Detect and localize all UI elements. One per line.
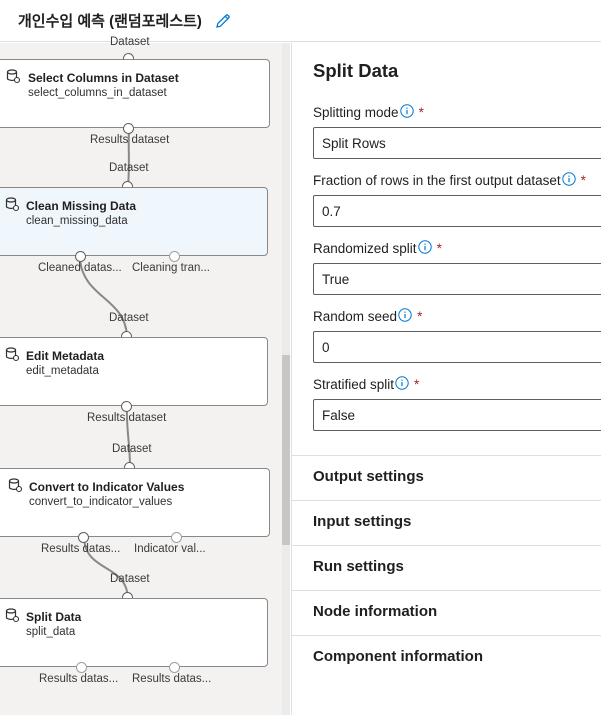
node-name: Clean Missing Data [26, 199, 137, 213]
section-node-information[interactable]: Node information [292, 590, 601, 635]
section-run-settings[interactable]: Run settings [292, 545, 601, 590]
port-label: Dataset [109, 312, 149, 324]
connection-4 [83, 537, 129, 599]
output-port[interactable] [76, 662, 87, 673]
output-port[interactable] [169, 662, 180, 673]
randomized-split-dropdown[interactable]: True [313, 263, 601, 295]
port-label-dataset: Dataset [110, 36, 150, 46]
port-label: Results datas... [41, 543, 121, 555]
connection-2 [79, 259, 128, 337]
output-port[interactable] [78, 532, 89, 543]
node-id: edit_metadata [26, 365, 99, 377]
module-icon [8, 478, 23, 493]
node-name: Select Columns in Dataset [28, 71, 179, 85]
info-icon[interactable] [398, 308, 412, 322]
node-id: convert_to_indicator_values [29, 496, 173, 508]
output-port[interactable] [75, 251, 86, 262]
node-name: Convert to Indicator Values [29, 480, 185, 494]
port-label: Results datas... [132, 673, 212, 685]
module-icon [5, 608, 20, 623]
info-icon[interactable] [417, 240, 432, 254]
output-port[interactable] [171, 532, 182, 543]
pipeline-title: 개인수입 예측 (랜덤포레스트) [18, 13, 202, 30]
section-output-settings[interactable]: Output settings [292, 455, 601, 500]
port-label: Cleaned datas... [38, 262, 122, 274]
node-name: Split Data [26, 610, 82, 624]
node-id: select_columns_in_dataset [28, 87, 167, 99]
module-icon [5, 347, 20, 362]
port-label: Indicator val... [134, 543, 206, 555]
random-seed-input[interactable]: 0 [313, 331, 601, 363]
field-label-splitting-mode: Splitting mode* [313, 104, 424, 120]
output-port[interactable] [169, 251, 180, 262]
info-icon[interactable] [399, 104, 414, 118]
properties-panel: Split Data Splitting mode* Split Rows Fr… [291, 43, 601, 715]
port-label: Results datas... [39, 673, 119, 685]
node-split-data[interactable]: Split Data split_data [0, 598, 268, 667]
module-icon [6, 69, 21, 84]
node-select-columns[interactable]: Select Columns in Dataset select_columns… [0, 59, 270, 128]
port-label: Cleaning tran... [132, 262, 210, 274]
info-icon[interactable] [561, 172, 576, 186]
fraction-input[interactable]: 0.7 [313, 195, 601, 227]
field-label-fraction: Fraction of rows in the first output dat… [313, 172, 586, 188]
panel-title: Split Data [313, 60, 399, 81]
node-id: clean_missing_data [26, 215, 128, 227]
node-id: split_data [26, 626, 76, 638]
node-convert-to-indicator-values[interactable]: Convert to Indicator Values convert_to_i… [0, 468, 270, 537]
node-edit-metadata[interactable]: Edit Metadata edit_metadata [0, 337, 268, 406]
field-label-randomized-split: Randomized split* [313, 240, 442, 256]
stratified-split-dropdown[interactable]: False [313, 399, 601, 431]
section-input-settings[interactable]: Input settings [292, 500, 601, 545]
info-icon[interactable] [395, 376, 409, 390]
node-name: Edit Metadata [26, 349, 105, 363]
node-clean-missing-data[interactable]: Clean Missing Data clean_missing_data [0, 187, 268, 256]
port-label: Results dataset [90, 134, 170, 146]
port-label: Results dataset [87, 412, 167, 424]
section-component-information[interactable]: Component information [292, 635, 601, 680]
splitting-mode-dropdown[interactable]: Split Rows [313, 127, 601, 159]
output-port[interactable] [121, 401, 132, 412]
field-label-stratified-split: Stratified split* [313, 376, 420, 392]
output-port[interactable] [123, 123, 134, 134]
pencil-icon[interactable] [214, 12, 232, 30]
top-bar: 개인수입 예측 (랜덤포레스트) [0, 0, 601, 42]
module-icon [5, 197, 20, 212]
field-label-random-seed: Random seed* [313, 308, 423, 324]
canvas-scrollbar-thumb[interactable] [282, 355, 290, 545]
port-label: Dataset [110, 573, 150, 585]
port-label: Dataset [109, 162, 149, 174]
port-label: Dataset [112, 443, 152, 455]
